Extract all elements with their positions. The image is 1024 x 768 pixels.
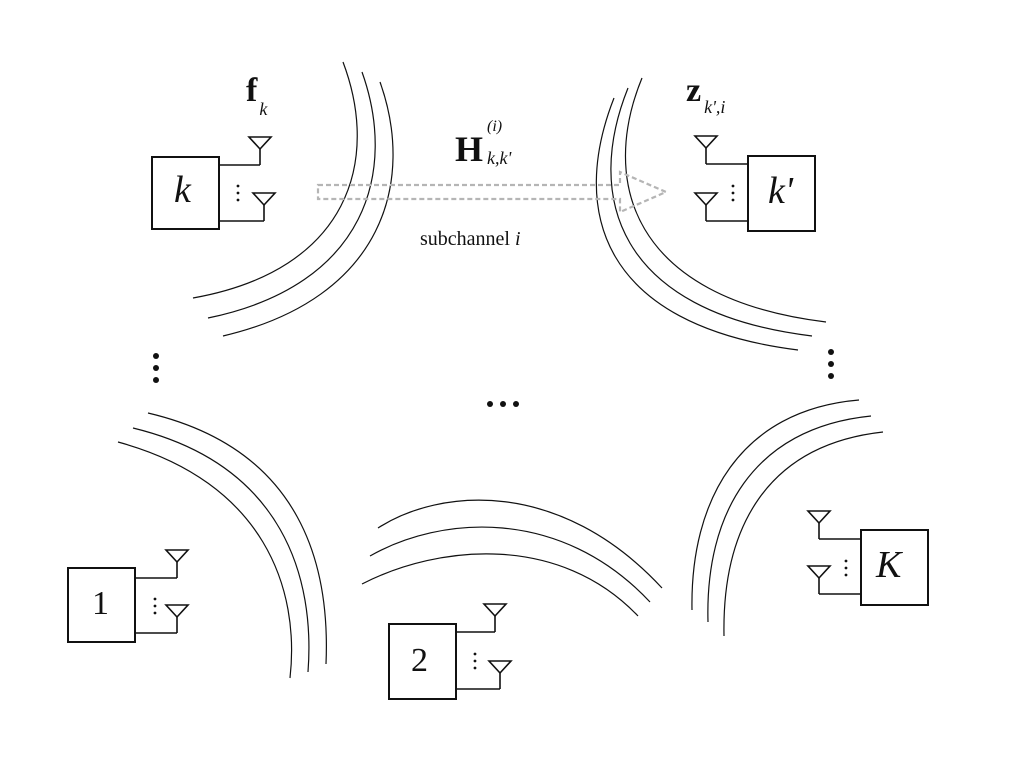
wave-arcs-bottom-center xyxy=(361,499,663,617)
node-2 xyxy=(388,603,512,700)
vertical-ellipsis-left xyxy=(153,353,159,383)
wave-arcs-bottom-right xyxy=(691,399,884,637)
channel-superscript: (i) xyxy=(487,118,503,135)
channel-subscript: k,k' xyxy=(487,148,512,168)
vertical-ellipsis-right xyxy=(828,349,834,379)
node-2-label: 2 xyxy=(411,642,428,679)
precoder-subscript: k xyxy=(259,99,268,119)
node-k-label: k xyxy=(174,169,191,211)
node-K-label: K xyxy=(876,544,902,586)
antenna-ellipsis xyxy=(731,184,735,202)
precoder-symbol: f xyxy=(246,72,258,109)
subchannel-text: subchannel xyxy=(420,228,515,250)
receiver-symbol: z xyxy=(686,72,702,109)
receiver-subscript: k',i xyxy=(704,97,726,117)
node-1 xyxy=(67,549,189,643)
antenna-ellipsis xyxy=(844,559,848,577)
wave-arcs-top-right xyxy=(595,77,827,351)
horizontal-ellipsis-center xyxy=(487,401,519,407)
node-K xyxy=(807,510,929,606)
node-k-prime xyxy=(694,135,816,232)
subchannel-label: subchannel i xyxy=(420,228,521,251)
node-k xyxy=(151,136,276,230)
subchannel-index: i xyxy=(514,228,521,250)
node-k-prime-label: k' xyxy=(768,170,793,212)
antenna-ellipsis xyxy=(153,597,157,615)
channel-symbol: H xyxy=(455,129,484,169)
node-1-label: 1 xyxy=(92,585,109,622)
antenna-ellipsis xyxy=(236,184,240,202)
antenna-ellipsis xyxy=(473,652,477,670)
wave-arcs-top-left xyxy=(192,61,394,337)
channel-label: H (i) k,k' xyxy=(455,118,545,178)
subchannel-arrow xyxy=(316,170,669,214)
wave-arcs-bottom-left xyxy=(117,412,327,679)
